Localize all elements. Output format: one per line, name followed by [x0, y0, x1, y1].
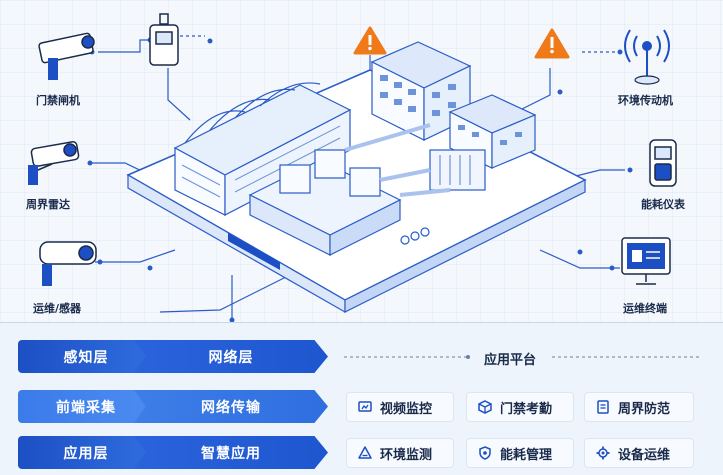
gear-icon: [596, 446, 610, 460]
layer-smart-app: 智慧应用: [134, 436, 328, 469]
device-label-access-gate: 门禁闸机: [36, 94, 80, 107]
layer-application: 应用层: [18, 436, 154, 469]
device-label-ops-terminal: 运维终端: [623, 302, 667, 315]
warning-icon: [534, 28, 570, 59]
layer-network: 网络层: [134, 340, 328, 373]
access-reader-icon: [149, 13, 179, 66]
meter-icon: [649, 139, 677, 187]
platform-title: 应用平台: [483, 353, 536, 368]
box-icon: [478, 400, 492, 414]
app-label: 环境监测: [380, 447, 433, 463]
campus-illustration: [28, 13, 677, 322]
device-label-energy-meter: 能耗仪表: [641, 198, 685, 211]
app-label: 周界防范: [618, 401, 671, 417]
app-label: 门禁考勤: [500, 401, 553, 417]
shield-icon: [479, 446, 491, 460]
app-card-energy[interactable]: 能耗管理: [466, 438, 574, 468]
layer-transmission: 网络传输: [134, 390, 328, 423]
environment-icon: [358, 446, 372, 459]
app-card-access-attendance[interactable]: 门禁考勤: [466, 392, 574, 422]
camera-icon: [38, 32, 95, 80]
warning-icon: [353, 26, 387, 55]
document-icon: [597, 400, 609, 414]
sensor-camera-icon: [39, 241, 97, 286]
app-card-device-ops[interactable]: 设备运维: [584, 438, 694, 468]
video-monitor-icon: [358, 401, 372, 412]
app-card-perimeter[interactable]: 周界防范: [584, 392, 694, 422]
app-card-video-monitor[interactable]: 视频监控: [346, 392, 454, 422]
platform-divider: [344, 355, 700, 359]
radar-camera-icon: [28, 141, 80, 185]
app-label: 能耗管理: [500, 447, 553, 463]
device-label-perimeter-radar: 周界雷达: [26, 198, 70, 211]
layer-frontend: 前端采集: [18, 390, 154, 423]
app-card-environment[interactable]: 环境监测: [346, 438, 454, 468]
app-label: 设备运维: [618, 447, 671, 463]
layer-perception: 感知层: [18, 340, 154, 373]
device-label-ops-sensor: 运维/感器: [33, 302, 82, 315]
industrial-equipment: [248, 123, 486, 256]
monitor-icon: [621, 237, 671, 285]
app-label: 视频监控: [380, 401, 433, 417]
antenna-icon: [624, 29, 670, 85]
device-label-env-drive: 环境传动机: [618, 94, 673, 107]
